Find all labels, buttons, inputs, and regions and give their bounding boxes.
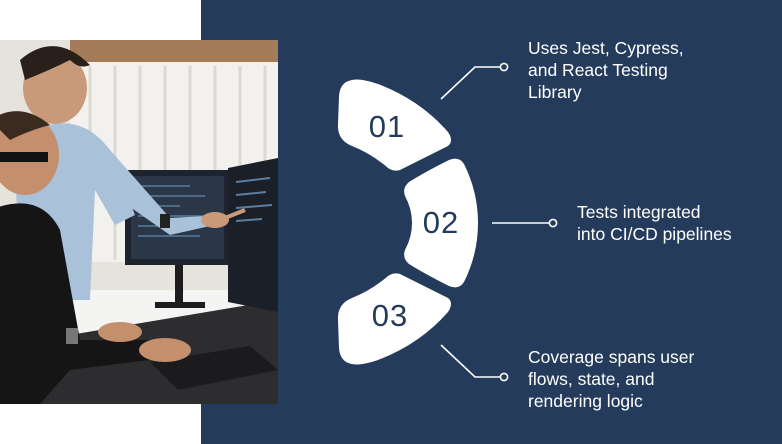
developers-photo-illustration [0,40,278,404]
caption-line: and React Testing [528,60,668,80]
caption-line: Tests integrated [577,202,701,222]
connector-line-1 [440,66,500,100]
step-number-03: 03 [372,298,408,333]
caption-line: Library [528,82,582,102]
connector-dot-1 [499,62,509,72]
caption-line: into CI/CD pipelines [577,224,732,244]
step-caption-01: Uses Jest, Cypress, and React Testing Li… [528,37,684,103]
segment-03 [337,273,451,365]
navy-background-panel [201,0,782,444]
step-caption-02: Tests integrated into CI/CD pipelines [577,201,732,245]
connector-line-3 [440,344,500,378]
segment-01 [337,79,451,171]
caption-line: Uses Jest, Cypress, [528,38,684,58]
caption-line: flows, state, and [528,369,655,389]
step-caption-03: Coverage spans user flows, state, and re… [528,346,694,412]
caption-line: Coverage spans user [528,347,695,367]
connector-dot-3 [499,372,509,382]
connector-dot-2 [548,218,558,228]
step-number-02: 02 [423,205,459,240]
segment-02 [404,158,478,288]
developers-photo [0,40,278,404]
caption-line: rendering logic [528,391,643,411]
step-number-01: 01 [369,109,405,144]
